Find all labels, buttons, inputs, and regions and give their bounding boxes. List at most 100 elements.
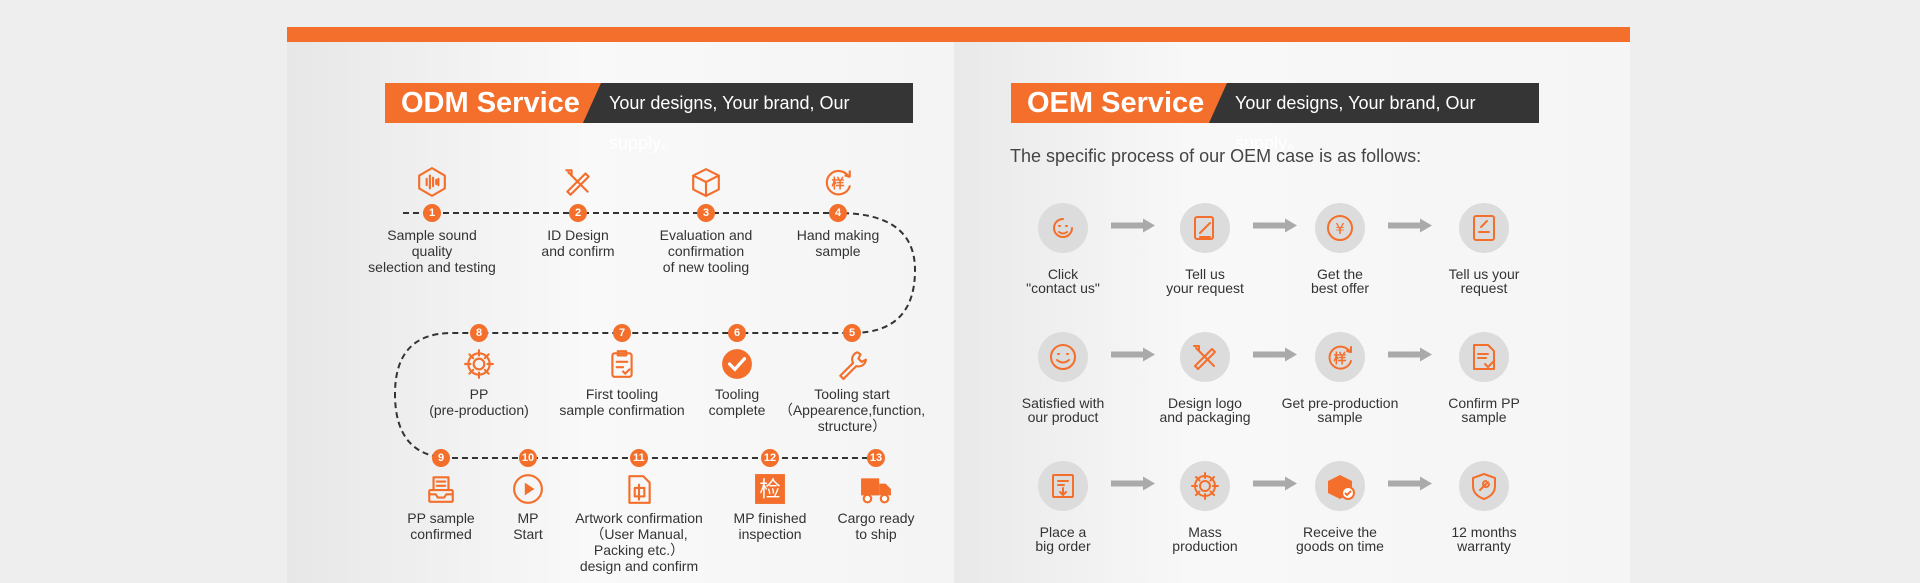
step-number-badge: 9	[432, 449, 450, 467]
step-label-line: sample	[1461, 409, 1507, 425]
shield-icon	[1469, 471, 1499, 501]
step-label-line: of new tooling	[662, 259, 750, 275]
step-number-badge: 13	[867, 449, 885, 467]
step-label-line: MP finished	[733, 510, 807, 526]
svg-text:检: 检	[759, 477, 780, 502]
step-label-line: 12 months	[1451, 524, 1517, 540]
step-label-line: design and confirm	[579, 558, 699, 574]
step-label-line: Click	[1047, 266, 1079, 282]
step-label-line: Tell us	[1185, 266, 1225, 282]
step-label-line: our product	[1027, 409, 1099, 425]
step-label-line: Cargo ready	[837, 510, 915, 526]
sound-wave-icon	[414, 164, 450, 200]
odm-panel	[287, 42, 954, 583]
oem-step-icon-circle: 样	[1315, 332, 1365, 382]
gear-icon	[461, 346, 497, 382]
confirm-doc-icon	[1469, 342, 1499, 372]
yen-icon: ¥	[1325, 213, 1355, 243]
oem-intro-text: The specific process of our OEM case is …	[1010, 146, 1422, 166]
request-icon	[1469, 213, 1499, 243]
arrow-icon	[1388, 347, 1432, 367]
oem-step-icon-circle	[1180, 203, 1230, 253]
oem-step-icon-circle	[1038, 203, 1088, 253]
step-label-line: PP	[469, 386, 489, 402]
step-number-badge: 6	[728, 324, 746, 342]
step-label-line: Satisfied with	[1021, 395, 1105, 411]
step-label-line: production	[1172, 538, 1238, 554]
step-label-line: Get the	[1317, 266, 1363, 282]
oem-banner: OEM Service Your designs, Your brand, Ou…	[1011, 83, 1539, 153]
package-check-icon	[1325, 471, 1355, 501]
order-icon	[1048, 471, 1078, 501]
step-label-line: "contact us"	[1026, 280, 1100, 296]
step-number-badge: 4	[829, 204, 847, 222]
step-label-line: Start	[513, 526, 543, 542]
step-label-line: best offer	[1310, 280, 1370, 296]
edit-icon	[1190, 213, 1220, 243]
truck-icon	[858, 471, 894, 507]
odm-step-label: Tooling start（Appearence,function,struct…	[779, 386, 925, 434]
oem-step-icon-circle	[1180, 461, 1230, 511]
step-label-line: Artwork confirmation	[575, 510, 703, 526]
step-label-line: inspection	[738, 526, 802, 542]
step-label-line: goods on time	[1296, 538, 1384, 554]
design-tools-icon	[1190, 342, 1220, 372]
sample-char: 样	[1333, 350, 1347, 366]
odm-tagline: Your designs, Your brand, Our supply。	[583, 83, 913, 153]
step-label-line: big order	[1035, 538, 1091, 554]
svg-text:¥: ¥	[1335, 220, 1345, 238]
step-label-line: Get pre-production	[1281, 395, 1399, 411]
step-label-line: Sample sound	[387, 227, 477, 243]
chat-icon	[1048, 213, 1078, 243]
step-number-badge: 11	[630, 449, 648, 467]
step-label-line: Tooling start	[814, 386, 890, 402]
sample-stamp-icon: 样	[820, 164, 856, 200]
arrow-icon	[1388, 218, 1432, 238]
play-icon	[510, 471, 546, 507]
step-label-line: （User Manual,	[590, 526, 688, 542]
clipboard-icon	[604, 346, 640, 382]
step-label-line: request	[1460, 280, 1508, 296]
arrow-icon	[1253, 476, 1297, 496]
step-label-line: First tooling	[585, 386, 659, 402]
step-label-line: Hand making	[796, 227, 880, 243]
step-label-line: MP	[517, 510, 539, 526]
step-label-line: and confirm	[541, 243, 615, 259]
inspection-icon: 检	[752, 471, 788, 507]
step-number-badge: 5	[843, 324, 861, 342]
step-label-line: and packaging	[1159, 409, 1251, 425]
wrench-icon	[834, 346, 870, 382]
arrow-icon	[1111, 218, 1155, 238]
arrow-icon	[1253, 218, 1297, 238]
inbox-icon	[423, 471, 459, 507]
arrow-icon	[1111, 347, 1155, 367]
step-number-badge: 1	[423, 204, 441, 222]
step-number-badge: 2	[569, 204, 587, 222]
gear-icon	[1190, 471, 1220, 501]
step-label-line: sample confirmation	[559, 402, 685, 418]
document-icon	[621, 471, 657, 507]
odm-title: ODM Service	[385, 83, 601, 123]
oem-step-icon-circle	[1038, 461, 1088, 511]
step-label-line: Tell us your	[1448, 266, 1520, 282]
oem-step-icon-circle	[1459, 332, 1509, 382]
top-accent-bar	[287, 27, 1630, 42]
arrow-icon	[1388, 476, 1432, 496]
